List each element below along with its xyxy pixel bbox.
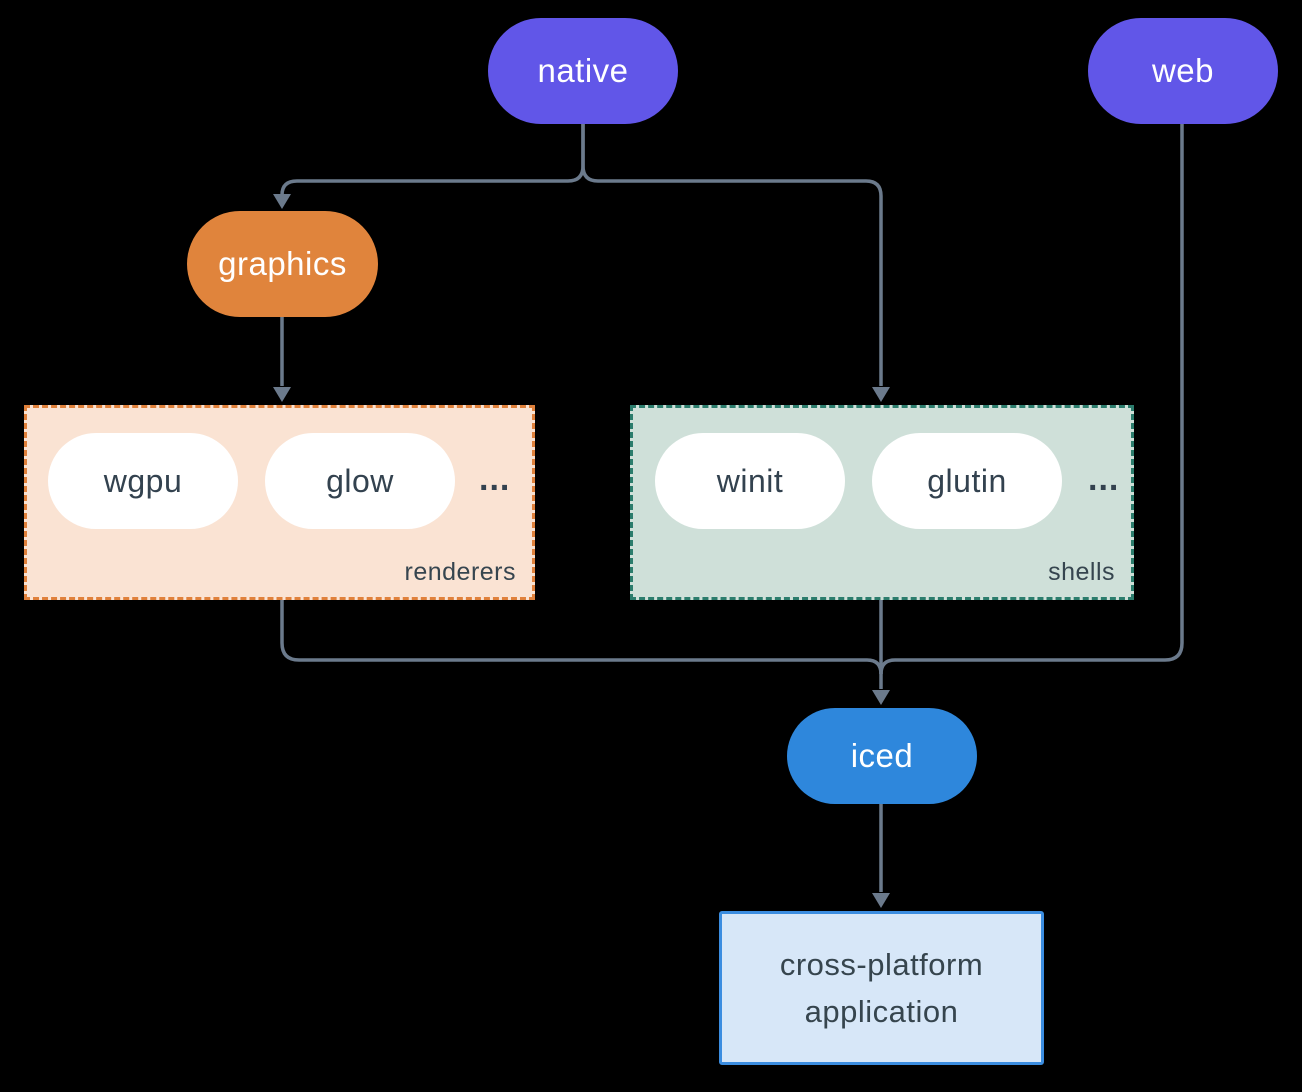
arrowhead-iced [872,690,890,705]
arrowhead-renderers [273,387,291,402]
edge-native-to-shells [581,124,883,386]
arrowhead-graphics [273,194,291,209]
arrowhead-shells [872,387,890,402]
renderers-ellipsis: ... [479,460,511,498]
web-node: web [1088,18,1278,124]
edge-renderers-to-iced [280,600,883,675]
renderers-group-label: renderers [404,558,516,586]
wgpu-label: wgpu [103,462,183,499]
glow-node: glow [265,433,455,529]
graphics-node: graphics [187,211,378,317]
glutin-node: glutin [872,433,1062,529]
shells-group: winit glutin ... shells [630,405,1134,600]
native-node: native [488,18,678,124]
renderers-group: wgpu glow ... renderers [24,405,535,600]
winit-label: winit [716,462,784,499]
native-label: native [537,52,629,89]
glutin-label: glutin [927,462,1007,499]
application-label-line2: application [804,994,959,1029]
web-label: web [1151,52,1215,89]
arrowhead-application [872,893,890,908]
winit-node: winit [655,433,845,529]
shells-group-label: shells [1048,558,1115,586]
graphics-label: graphics [218,245,347,282]
application-label-line1: cross-platform [779,947,984,982]
wgpu-node: wgpu [48,433,238,529]
glow-label: glow [326,462,394,499]
iced-label: iced [850,737,914,774]
shells-ellipsis: ... [1088,460,1120,498]
application-node: cross-platform application [719,911,1044,1065]
iced-node: iced [787,708,977,804]
edge-native-to-graphics [280,124,585,196]
